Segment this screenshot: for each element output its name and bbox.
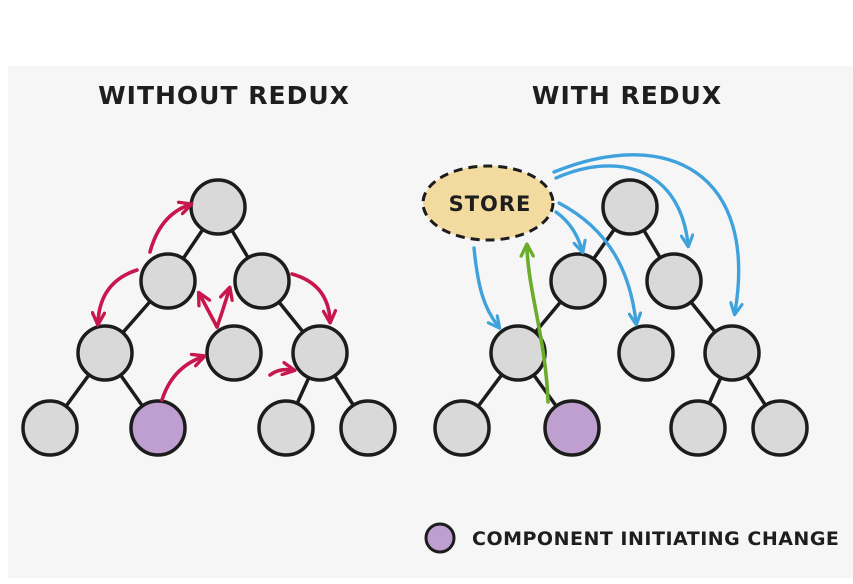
node-initiator xyxy=(543,399,601,457)
arrow-level2-left-to-root xyxy=(148,205,189,254)
store: STORE xyxy=(421,164,555,242)
nodes-with-redux xyxy=(433,178,809,457)
node-level3-middle xyxy=(205,324,263,382)
node-level3-left xyxy=(76,324,134,382)
arrow-store-to-level2-right xyxy=(554,164,688,244)
node-level3-right xyxy=(291,324,349,382)
node-leaf xyxy=(257,399,315,457)
title-with-redux: WITH REDUX xyxy=(532,81,722,110)
node-leaf xyxy=(751,399,809,457)
legend-label: COMPONENT INITIATING CHANGE xyxy=(472,528,839,550)
node-level2-left xyxy=(549,252,607,310)
node-leaf xyxy=(669,399,727,457)
arrow-initiator-to-middle xyxy=(160,357,202,402)
title-without-redux: WITHOUT REDUX xyxy=(98,81,350,110)
node-level2-right xyxy=(233,252,291,310)
node-root xyxy=(601,178,659,236)
node-level2-left xyxy=(139,252,197,310)
arrow-middle-to-right xyxy=(268,370,292,377)
store-label: STORE xyxy=(449,192,532,216)
tree-with-redux xyxy=(460,205,782,430)
legend: COMPONENT INITIATING CHANGE xyxy=(424,522,839,554)
node-level3-right xyxy=(703,324,761,382)
arrow-level2-left-to-level3-left xyxy=(98,268,139,322)
arrow-store-to-level3-left xyxy=(472,246,498,326)
node-level3-left xyxy=(489,324,547,382)
nodes-without-redux xyxy=(21,178,397,457)
node-leaf xyxy=(339,399,397,457)
node-level2-right xyxy=(645,252,703,310)
store-ellipse xyxy=(421,164,555,242)
arrows-without-redux xyxy=(98,205,330,402)
legend-initiator-swatch xyxy=(424,522,456,554)
arrow-store-to-level2-left xyxy=(554,210,582,250)
node-root xyxy=(189,178,247,236)
arrow-level2-right-to-level3-right xyxy=(290,272,330,320)
arrow-store-to-level3-middle xyxy=(557,201,636,322)
diagram-panel xyxy=(8,66,853,578)
arrow-store-to-level3-right xyxy=(552,153,739,312)
node-level3-middle xyxy=(617,324,675,382)
node-leaf xyxy=(21,399,79,457)
arrow-middle-to-level2-left xyxy=(200,295,219,329)
arrow-initiator-to-store xyxy=(527,247,550,404)
arrow-middle-to-level2-right xyxy=(215,290,229,329)
node-initiator xyxy=(129,399,187,457)
node-leaf xyxy=(433,399,491,457)
arrows-from-store xyxy=(472,153,739,326)
